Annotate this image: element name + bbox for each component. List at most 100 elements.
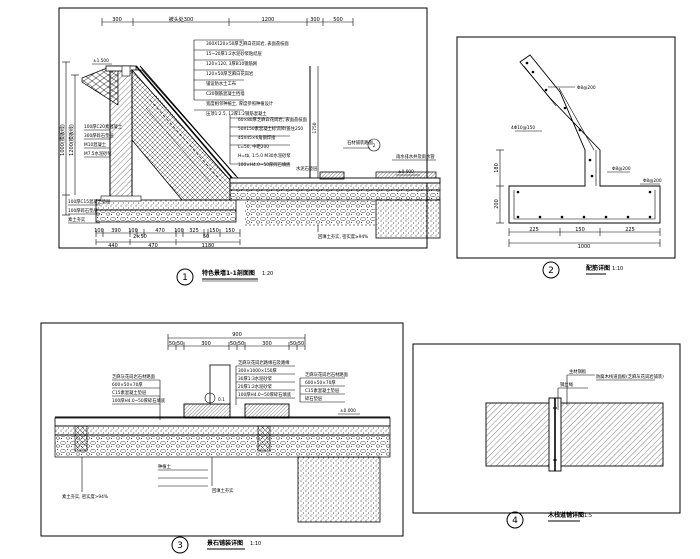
d1-callout-leaders: [193, 39, 436, 165]
d3-tdim-3: 50: [230, 341, 236, 347]
d1-bdim-8: 150: [209, 228, 219, 234]
d3-cr-3: 碎石垫层: [305, 395, 323, 402]
d1-bdim-9: 150: [225, 228, 235, 234]
d1-elev-mid: 1750: [312, 122, 318, 133]
d1-callout-9: 50X150素混凝土标识牌(盖住250: [238, 125, 303, 132]
d2-callout-2: Φ8@200: [612, 166, 631, 172]
d1-bdim2-0: 440: [108, 243, 118, 249]
d2-title: 配筋详图: [586, 264, 610, 272]
d3-cc-0: 芝麻灰花岗岩路缘石及路缘: [238, 359, 290, 366]
d1-callout-5: C20钢筋混凝土挡墙: [206, 90, 245, 97]
d2-bdim-0: 225: [529, 227, 539, 233]
d3-marker: [204, 392, 216, 404]
d2-callout-3: Φ8@200: [643, 178, 662, 184]
d2-total-dim: 1000: [578, 244, 591, 250]
d3-cl-0: 芝麻灰花岗岩石材路面: [112, 373, 156, 380]
d1-scale: 1:20: [262, 271, 273, 277]
d1-callout-2: 120×120, 3厚B10钢筋网: [206, 60, 257, 67]
d1-elev-right: ±0.000: [398, 169, 414, 175]
d3-cc-3: 20厚1:2水泥砂浆: [238, 383, 273, 390]
d4-scale: 1:5: [584, 513, 592, 519]
d2-rebar-dots: [516, 61, 652, 219]
d4-title: 木栈道铺详图: [547, 511, 584, 519]
d1-callout-0: 300X120×50厚芝麻白花岗岩, 表面荔枝面: [206, 40, 289, 47]
d3-title: 景石铺装详图: [206, 539, 243, 547]
d1-left-dim-2: 1200(模板线): [68, 124, 75, 156]
d2-left-dim-0: 180: [494, 163, 500, 173]
d3-tdim-6: 50: [290, 341, 296, 347]
d1-callout-11: L=50, 中距200: [238, 143, 269, 150]
d1-left-callout-2: M10混凝土: [84, 141, 107, 148]
d1-bdim-6: 325: [189, 228, 199, 234]
d1-top-dim-5: 500: [333, 17, 343, 23]
d3-tdim-2: 300: [201, 341, 211, 347]
d1-callout-10: 45X45×6角钢焊接: [238, 134, 276, 141]
d3-cl-2: C15素混凝土垫层: [112, 389, 147, 396]
d4-number-circle: [506, 511, 524, 529]
d1-elev-top: ±1.500: [93, 58, 109, 64]
d1-left-callout-1: 300厚碎石垫层: [84, 132, 114, 139]
d1-left-callout-3: M7.5水泥砂浆: [84, 150, 112, 157]
d1-callout-3: 120×50厚芝麻白花岗岩: [206, 70, 254, 77]
d1-bl-callout-1: 100厚碎石垫层: [68, 207, 98, 214]
d1-callout-1: 15~20厚1:2水泥砂浆粘结层: [206, 50, 263, 57]
d2-scale: 1:10: [612, 266, 623, 272]
d3-cl-1: 600×50×70厚: [112, 382, 143, 388]
d3-cc-1: 300×1000×150厚: [238, 368, 278, 374]
d2-bdim-1: 150: [575, 227, 585, 233]
d3-tdim-7: 50: [298, 341, 304, 347]
d2-number-circle: [542, 261, 560, 279]
detail-2-reinforcement: Φ8@200 4Φ10@150 Φ8@200 Φ8@200 180 200 22…: [494, 54, 662, 279]
d1-top-dim-2: 被头处300: [169, 16, 194, 23]
d4-callout-1: 钢丝绳: [560, 381, 574, 388]
detail-1-section: 300 被头处300 1200 300 500 1000(模板线) 1200(模…: [59, 16, 441, 286]
d1-callout-6: 宽度相邻种植土, 厚度参照种植设计: [206, 100, 274, 107]
d1-bl-callout-2: 素土夯实: [68, 216, 86, 223]
d2-callout-0: Φ8@200: [577, 85, 596, 91]
detail-4-boardwalk: 主材钢板 钢丝绳 防腐木栈道面板(芝麻灰花岗岩铺装) 4 木栈道铺详图 1:5: [485, 368, 664, 529]
d1-title: 特色景墙1-1剖面图: [202, 269, 255, 277]
d1-bdim-5: 100: [174, 228, 184, 234]
d3-bc-1: 回填土夯实: [212, 487, 234, 494]
d1-callout-15: 水泥石垫层: [296, 165, 318, 172]
d2-bdim-2: 225: [625, 227, 635, 233]
d1-bdim-1: 390: [111, 228, 121, 234]
d1-number-circle: [176, 268, 194, 286]
d1-bdim-7: 50: [203, 234, 209, 240]
d1-bdim2-2: 1180: [202, 243, 215, 249]
frame-detail-3: [40, 322, 404, 537]
d2-callout-1: 4Φ10@150: [511, 125, 535, 131]
d3-scale: 1:10: [250, 541, 261, 547]
d3-cr-0: 芝麻灰花岗岩石材路面: [305, 371, 349, 378]
detail-3-paving: 900 50 50 300 50 50 300 50 50 ±0.000 0.1: [54, 332, 391, 554]
d1-bdim-2: 100: [128, 228, 138, 234]
d1-callout-14: 石材铺装路面: [347, 139, 373, 146]
d1-bdim2-1: 470: [148, 243, 158, 249]
d2-number: 2: [548, 266, 554, 276]
d4-number: 4: [512, 516, 518, 526]
d1-marker-label: 2: [373, 143, 376, 149]
d3-cc-2: 30厚1:3水泥砂浆: [238, 375, 273, 382]
d3-marker-label: 0.1: [218, 397, 225, 403]
d1-left-dim-1: 1000(模板线): [59, 124, 66, 156]
d1-top-dim-4: 300: [310, 17, 320, 23]
d3-number: 3: [177, 541, 183, 551]
d3-elev: ±0.000: [340, 408, 356, 414]
frame-detail-4: [412, 343, 681, 514]
d1-left-callout-0: 100厚C20素混凝土: [84, 123, 123, 130]
d3-tdim-1: 50: [177, 341, 183, 347]
d3-cr-2: C15素混凝土垫层: [305, 387, 340, 394]
d3-cc-4: 100厚H4.0~50厚碎石填底: [238, 391, 292, 398]
d1-number: 1: [182, 273, 188, 283]
d3-cl-3: 100厚H4.0~50厚碎石填底: [112, 397, 166, 404]
d1-bl-callout-0: 100厚C15混凝土垫层: [68, 198, 111, 205]
d1-top-dim-3: 1200: [262, 17, 275, 23]
d1-callout-7: 压顶1:2.5, 12厚1:2钢筋混凝土: [206, 110, 267, 117]
d1-bdim-4: 470: [155, 228, 165, 234]
d2-left-dim-1: 200: [494, 199, 500, 209]
frame-detail-1: [58, 7, 428, 249]
d4-callout-0: 主材钢板: [569, 368, 587, 375]
frame-detail-2: [456, 36, 676, 259]
